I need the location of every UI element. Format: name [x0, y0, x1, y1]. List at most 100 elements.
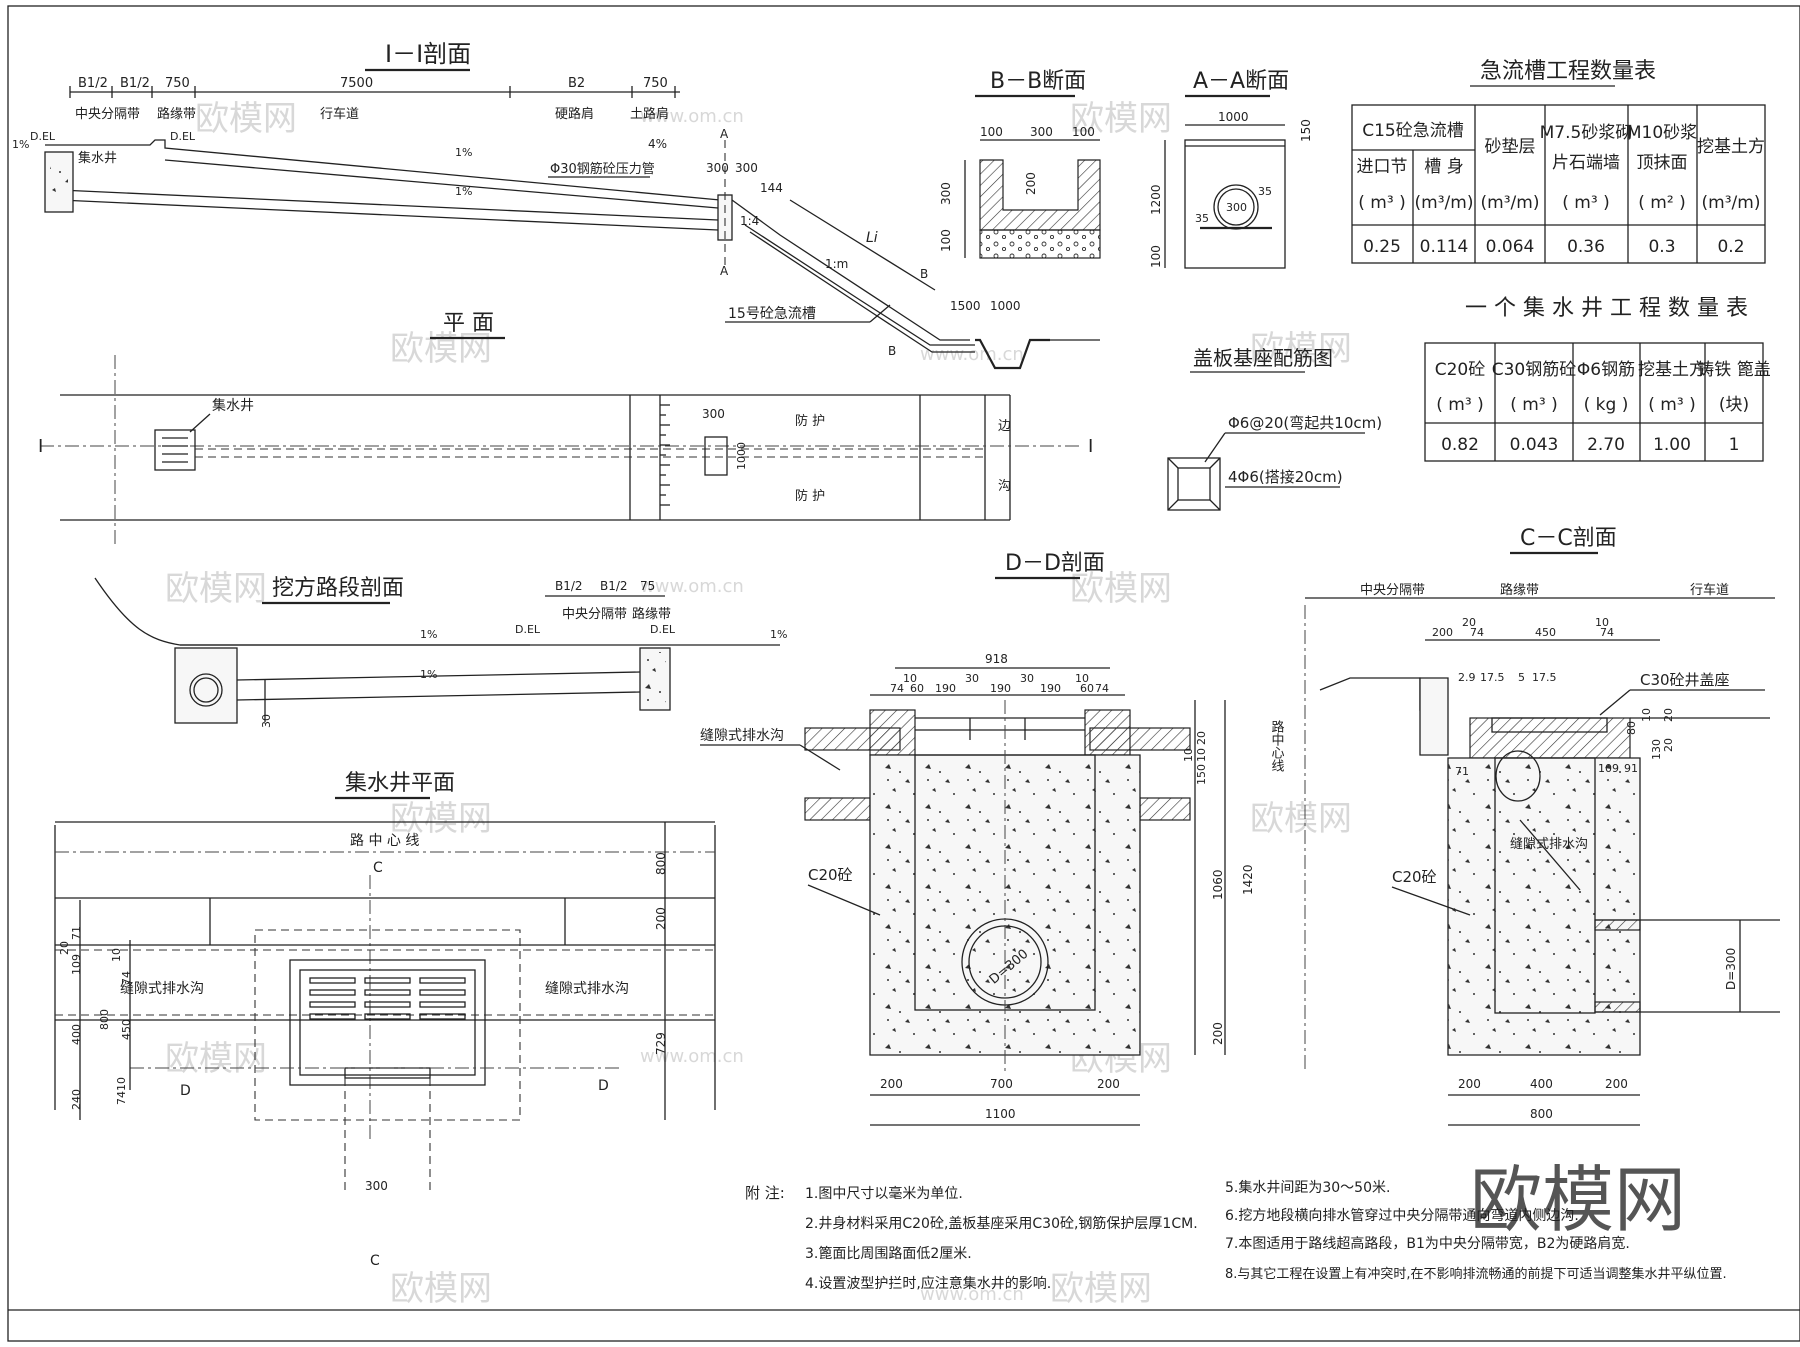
dim-label: 60 — [1080, 682, 1094, 695]
dim-label: 7410 — [115, 1077, 128, 1105]
dim-label: 300 — [1030, 125, 1053, 139]
dim-label: 200 — [1024, 172, 1038, 195]
table-header: 砂垫层 — [1485, 137, 1536, 157]
slope-label: 4% — [648, 137, 667, 151]
dim-label: 20 — [1662, 738, 1675, 752]
note-item: 6.挖方地段横向排水管穿过中央分隔带通向弯道内侧边沟. — [1225, 1207, 1579, 1224]
section-c-c: C－C剖面 中央分隔带 路缘带 行车道 200 20 74 450 10 74 … — [1269, 526, 1780, 1126]
section-title: B－B断面 — [990, 69, 1086, 94]
dim-label: 150 — [1299, 119, 1313, 142]
zone-label: 沟 — [998, 479, 1011, 494]
dim-label: 80 — [1625, 721, 1638, 735]
dim-label: 109 — [70, 954, 83, 975]
dim-label: 10 — [110, 948, 123, 962]
dim-label: 1420 — [1241, 864, 1255, 895]
dim-label: 10 — [903, 672, 917, 685]
note-item: 8.与其它工程在设置上有冲突时,在不影响排流畅通的前提下可适当调整集水井平纵位置… — [1225, 1266, 1727, 1282]
table-unit: ( m³ ) — [1358, 193, 1405, 213]
table-header: M7.5砂浆砌 — [1540, 123, 1633, 143]
watermark-url: www.om.cn — [920, 344, 1024, 365]
dim-label: B1/2 — [78, 76, 108, 91]
elevation-label: D.EL — [30, 130, 56, 143]
well-grate-frame — [289, 959, 486, 1086]
zone-label: 行车道 — [1690, 582, 1729, 598]
end-wall-section — [1184, 139, 1286, 269]
dim-label: 1000 — [1218, 110, 1249, 124]
section-title: I－I剖面 — [385, 40, 471, 68]
callout-label: 缝隙式排水沟 — [700, 728, 784, 744]
watermark-text: 欧模网 — [1250, 329, 1352, 369]
table-cell: 0.3 — [1648, 237, 1675, 257]
dim-label: 10 — [1640, 708, 1653, 722]
pipe-label: Φ30钢筋砼压力管 — [550, 161, 655, 177]
table-header: 顶抹面 — [1637, 153, 1688, 173]
dim-label: 1100 — [985, 1107, 1016, 1121]
watermark-text: 欧模网 — [390, 329, 492, 369]
dim-label: 74 — [890, 682, 904, 695]
dim-label: 35 — [1258, 185, 1272, 198]
table-header: M10砂浆 — [1627, 123, 1697, 143]
table-cell: 0.114 — [1420, 237, 1469, 257]
dim-label: 400 — [1530, 1077, 1553, 1091]
elevation-label: D.EL — [170, 130, 196, 143]
section-mark: D — [180, 1083, 191, 1099]
table-cell: 0.064 — [1486, 237, 1535, 257]
watermark-url: www.om.cn — [640, 1046, 744, 1067]
channel-label: 缝隙式排水沟 — [120, 981, 204, 997]
section-mark: I — [38, 436, 43, 457]
dim-label: 5 — [1518, 671, 1525, 684]
pipe-end — [1495, 750, 1541, 802]
rebar-cage — [1167, 457, 1221, 511]
slope-label: 1% — [455, 185, 472, 198]
dim-label: 300 — [735, 161, 758, 175]
table-unit: ( kg ) — [1584, 395, 1629, 415]
slope-label: 1:m — [825, 257, 848, 271]
dim-label: 100 — [1149, 245, 1163, 268]
dim-label: 450 — [1535, 626, 1556, 639]
dim-label: 20 — [58, 941, 71, 955]
section-title: 集水井平面 — [345, 771, 455, 796]
dim-label: 10 — [1182, 748, 1195, 762]
section-mark: I — [1088, 436, 1093, 457]
dim-label: 17.5 — [1532, 671, 1557, 684]
elevation-label: D.EL — [515, 623, 541, 636]
dim-label: 91 — [1624, 762, 1638, 775]
section-title: A－A断面 — [1193, 69, 1289, 94]
watermarks: 欧模网 欧模网 欧模网 欧模网 欧模网 欧模网 欧模网 欧模网 欧模网 欧模网 … — [165, 99, 1686, 1309]
dim-label: 109 — [1598, 762, 1619, 775]
section-mark: B — [888, 344, 896, 358]
note-item: 2.井身材料采用C20砼,盖板基座采用C30砼,钢筋保护层厚1CM. — [805, 1215, 1198, 1232]
dim-label: 700 — [990, 1077, 1013, 1091]
note-item: 3.篦面比周围路面低2厘米. — [805, 1246, 972, 1262]
watermark-text: 欧模网 — [390, 1269, 492, 1309]
material-label: C20砼 — [1392, 868, 1437, 886]
watermark-text: 欧模网 — [165, 1039, 267, 1079]
dim-label: 74 — [1470, 626, 1484, 639]
dim-label: 200 — [1097, 1077, 1120, 1091]
dim-label: 200 — [654, 907, 668, 930]
callout-label: 缝隙式排水沟 — [1510, 837, 1588, 852]
dim-label: 100 — [939, 229, 953, 252]
chute-label: 15号砼急流槽 — [728, 306, 816, 322]
collection-well — [154, 429, 196, 471]
end-wall — [704, 436, 728, 476]
brand-logo: 欧模网 — [1470, 1158, 1686, 1242]
dim-label: 20 — [1462, 616, 1476, 629]
watermark-text: 欧模网 — [1070, 99, 1172, 139]
rebar-label: 4Φ6(搭接20cm) — [1228, 468, 1343, 486]
table-title: 急流槽工程数量表 — [1480, 59, 1656, 84]
zone-label: 中央分隔带 — [562, 607, 627, 622]
section-mark: A — [720, 264, 729, 278]
dim-label: 450 — [120, 1019, 133, 1040]
dim-label: 300 — [702, 407, 725, 421]
section-title: C－C剖面 — [1520, 526, 1617, 551]
zone-label: 防 护 — [795, 413, 825, 429]
table-header: 槽 身 — [1424, 157, 1463, 177]
dim-label: 200 — [1458, 1077, 1481, 1091]
dim-label: 20 — [1195, 731, 1208, 745]
table-unit: ( m³ ) — [1436, 395, 1483, 415]
table-cell: 0.2 — [1717, 237, 1744, 257]
section-mark: D — [598, 1078, 609, 1094]
table-cell: 0.043 — [1510, 435, 1559, 455]
